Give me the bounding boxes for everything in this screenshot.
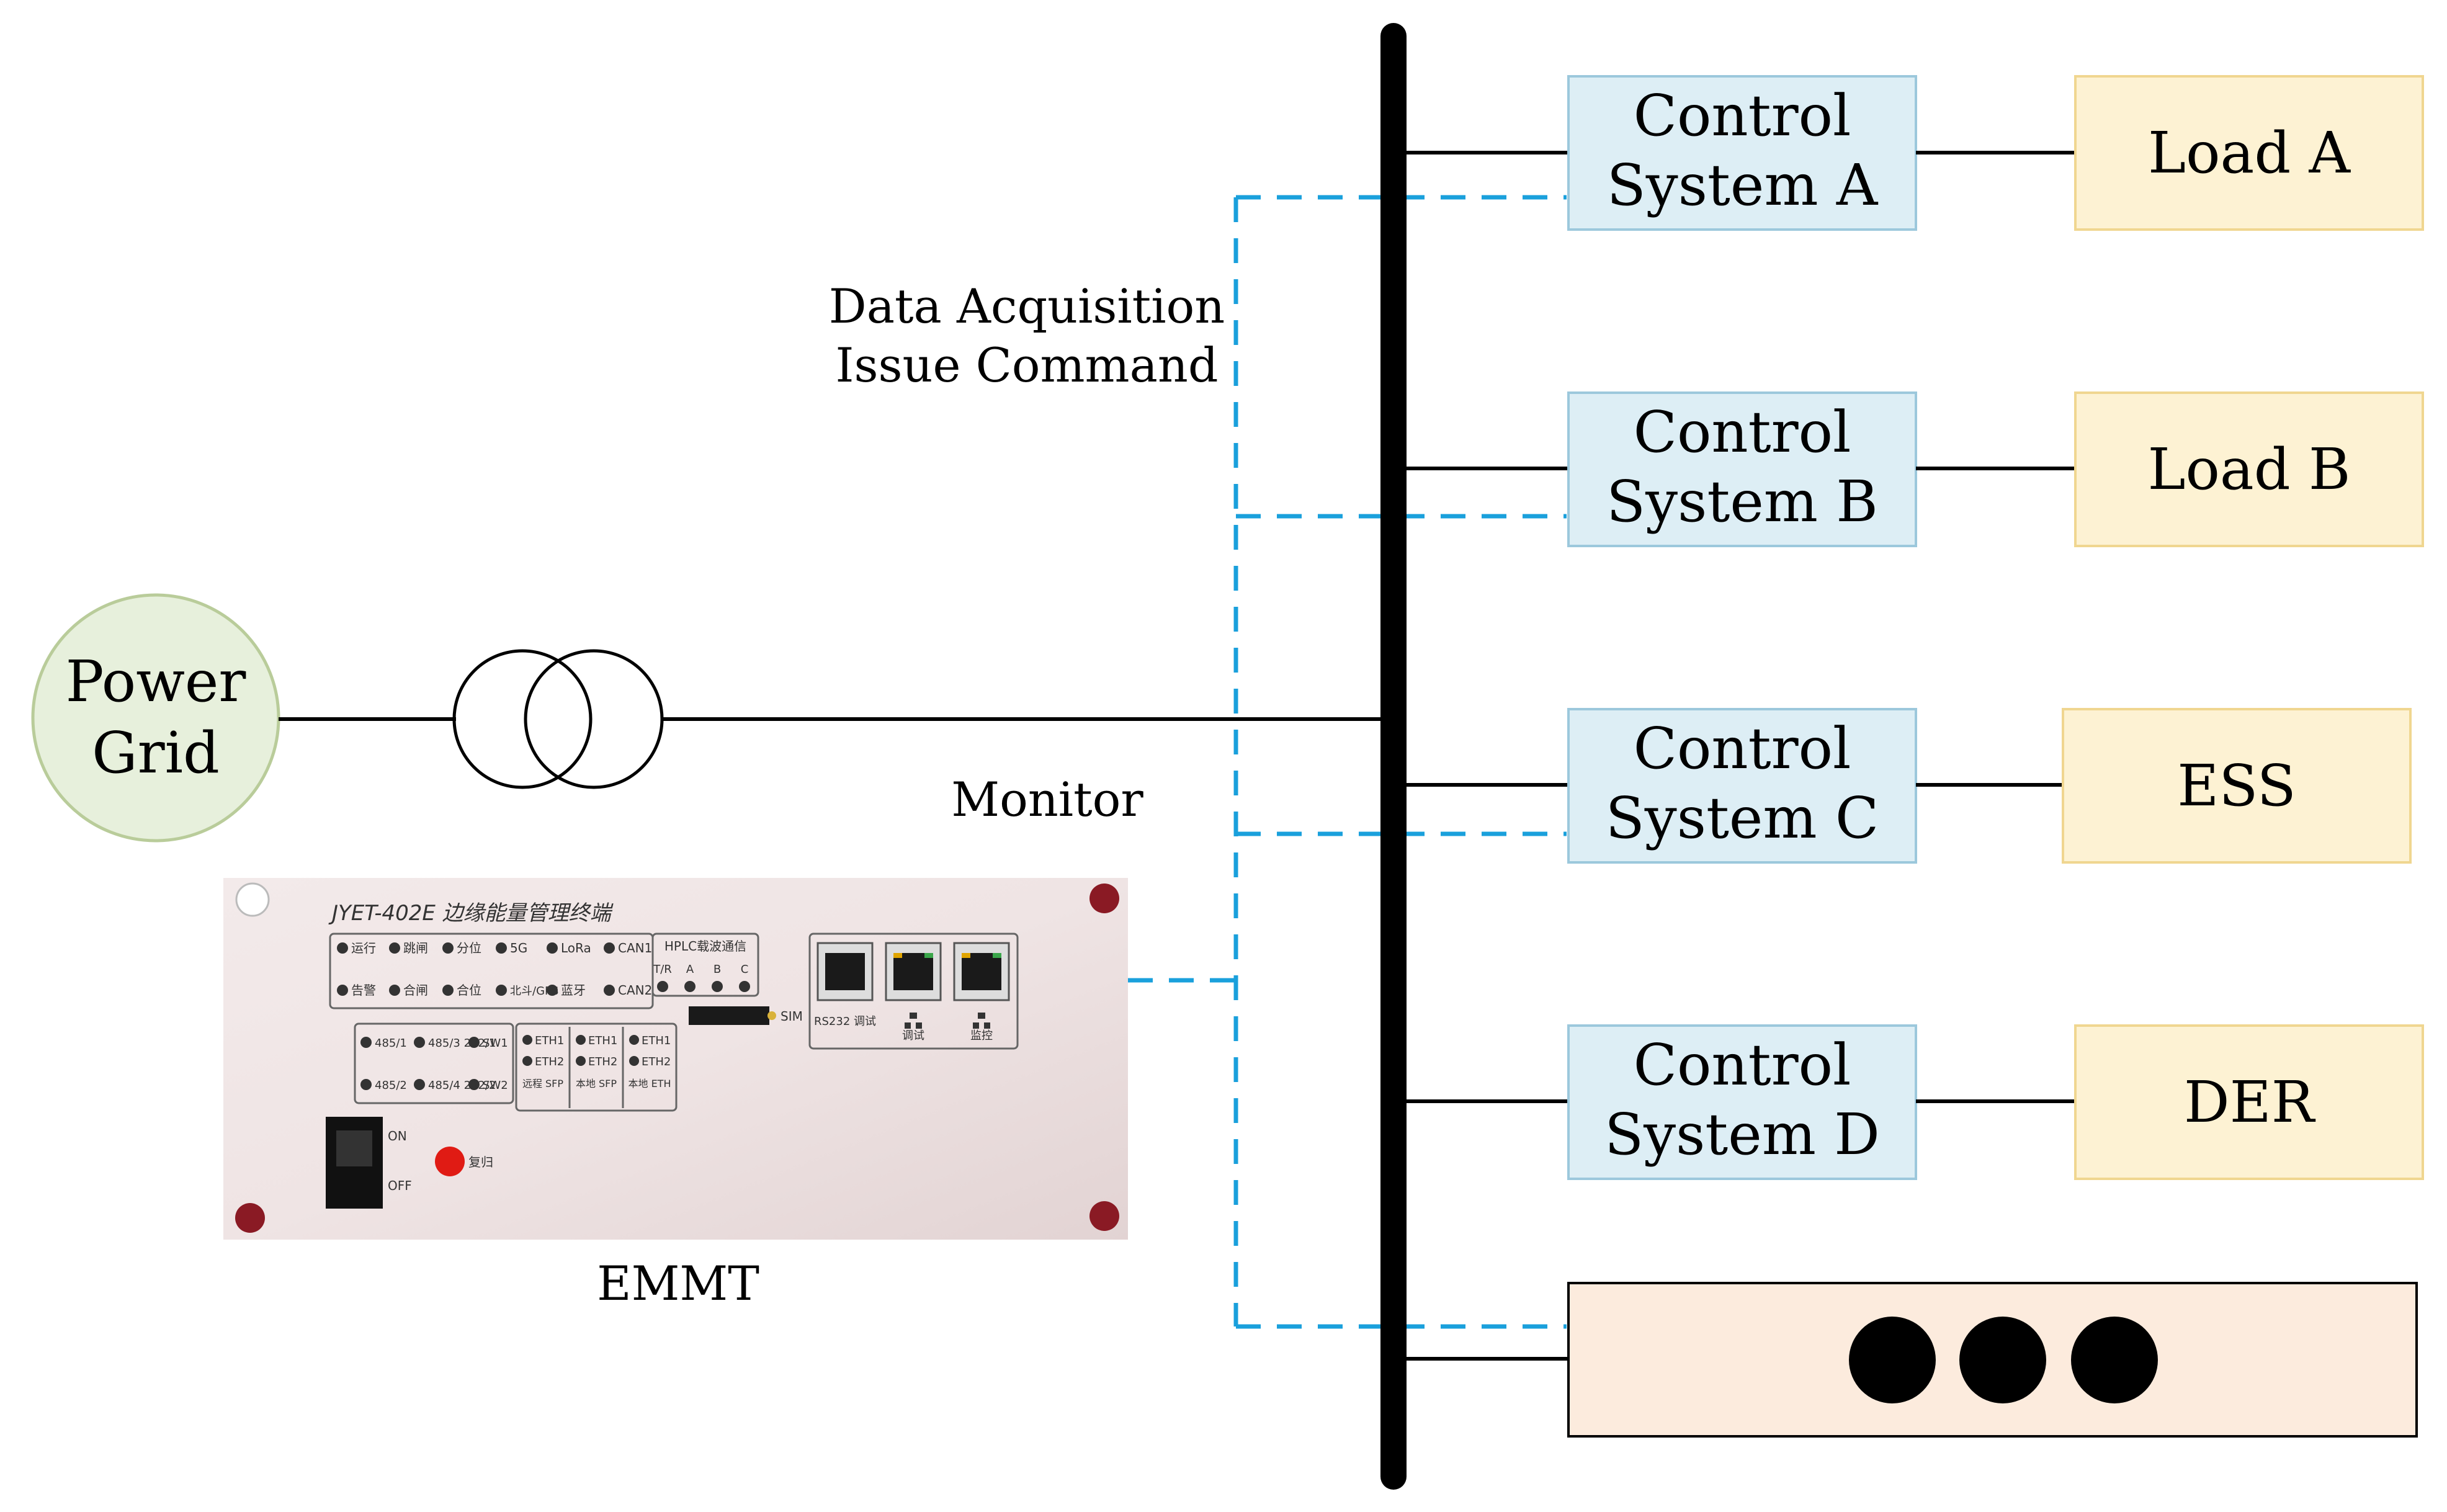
mount-hole-icon xyxy=(1089,883,1119,913)
network-icon xyxy=(905,1013,990,1029)
control-system-b-line1: Control xyxy=(1634,399,1851,465)
serial-label: SW2 xyxy=(483,1079,508,1092)
sim-label: SIM xyxy=(781,1009,803,1024)
eth-group-name: 本地 ETH xyxy=(628,1078,671,1089)
eth-group-name: 远程 SFP xyxy=(522,1078,563,1089)
emmt-label: EMMT xyxy=(597,1256,759,1311)
control-system-c: Control System C xyxy=(1567,708,1917,864)
power-switch-icon xyxy=(326,1117,383,1209)
serial-label: SW1 xyxy=(483,1037,508,1050)
hplc-title: HPLC载波通信 xyxy=(664,939,746,954)
rj45-port-icon xyxy=(953,942,1010,1001)
ellipsis-dot-icon xyxy=(1959,1317,2046,1403)
port-label: RS232 调试 xyxy=(814,1015,876,1028)
indicator-label: 分位 xyxy=(457,941,481,955)
switch-on-label: ON xyxy=(388,1129,407,1143)
control-system-d-line1: Control xyxy=(1634,1032,1851,1098)
indicator-label: 合闸 xyxy=(403,983,428,998)
indicator-label: 蓝牙 xyxy=(561,983,586,998)
hplc-label: A xyxy=(686,963,694,976)
ess-label: ESS xyxy=(2177,753,2296,819)
indicator-label: 运行 xyxy=(351,941,376,955)
indicator-label: LoRa xyxy=(561,941,591,955)
reset-label: 复归 xyxy=(468,1155,493,1170)
mount-hole-icon xyxy=(235,1203,265,1233)
der-box: DER xyxy=(2074,1024,2424,1180)
indicator-label: 合位 xyxy=(457,983,481,998)
eth-label: ETH2 xyxy=(642,1055,671,1068)
reset-button-icon xyxy=(435,1147,465,1176)
ellipsis-dot-icon xyxy=(1849,1317,1936,1403)
eth-label: ETH1 xyxy=(642,1034,671,1047)
control-system-a-line2: System A xyxy=(1607,152,1879,218)
eth-label: ETH1 xyxy=(588,1034,617,1047)
der-label: DER xyxy=(2184,1069,2316,1135)
control-system-b: Control System B xyxy=(1567,391,1917,547)
control-system-a-line1: Control xyxy=(1634,83,1851,149)
eth-label: ETH1 xyxy=(535,1034,564,1047)
hplc-label: C xyxy=(741,963,749,976)
control-system-a: Control System A xyxy=(1567,75,1917,231)
indicator-label: CAN1 xyxy=(618,941,652,955)
port-label: 调试 xyxy=(902,1029,924,1042)
control-system-c-line1: Control xyxy=(1634,715,1851,782)
ellipsis-dot-icon xyxy=(2071,1317,2158,1403)
serial-label: 485/1 xyxy=(375,1037,407,1050)
indicator-label: 告警 xyxy=(351,983,376,998)
transformer-icon xyxy=(452,649,664,789)
serial-label: 485/2 xyxy=(375,1079,407,1092)
ess-box: ESS xyxy=(2062,708,2412,864)
port-label: 监控 xyxy=(970,1029,993,1042)
indicator-label: CAN2 xyxy=(618,983,652,998)
indicator-label: 北斗/GPS xyxy=(510,985,558,998)
hplc-label: T/R xyxy=(653,963,672,976)
power-grid-label-2: Grid xyxy=(92,720,220,786)
hplc-label: B xyxy=(714,963,721,976)
monitor-label: Monitor xyxy=(951,772,1143,827)
indicator-label: 跳闸 xyxy=(403,941,428,955)
switch-off-label: OFF xyxy=(388,1178,412,1193)
mount-hole-icon xyxy=(1089,1201,1119,1231)
power-grid: Power Grid xyxy=(31,593,280,843)
mount-hole-icon xyxy=(235,882,270,917)
control-system-c-line2: System C xyxy=(1606,785,1879,851)
indicator-label: 5G xyxy=(510,941,527,955)
eth-group-name: 本地 SFP xyxy=(576,1078,617,1089)
additional-systems-box xyxy=(1567,1282,2418,1438)
load-connection-lines xyxy=(1916,151,2075,1103)
emmt-device: JYET-402E 边缘能量管理终端 运行 跳闸 分位 5G LoRa CAN1… xyxy=(223,878,1128,1240)
load-b-label: Load B xyxy=(2147,436,2350,503)
power-grid-circle xyxy=(31,593,280,843)
serial-label: 485/3 232/1 xyxy=(428,1037,496,1050)
control-system-b-line2: System B xyxy=(1606,468,1878,535)
device-title: JYET-402E 边缘能量管理终端 xyxy=(328,901,614,926)
power-grid-label-1: Power xyxy=(66,648,246,715)
eth-label: ETH2 xyxy=(535,1055,564,1068)
control-system-d-line2: System D xyxy=(1604,1101,1880,1168)
issue-command-label: Issue Command xyxy=(835,338,1218,393)
load-a-label: Load A xyxy=(2148,120,2351,186)
rj45-port-icon xyxy=(816,942,874,1001)
load-b-box: Load B xyxy=(2074,391,2424,547)
data-acquisition-label: Data Acquisition xyxy=(829,279,1225,334)
serial-label: 485/4 232/2 xyxy=(428,1079,496,1092)
load-a-box: Load A xyxy=(2074,75,2424,231)
control-system-d: Control System D xyxy=(1567,1024,1917,1180)
eth-label: ETH2 xyxy=(588,1055,617,1068)
bus-branch-lines xyxy=(1405,151,1568,1361)
rj45-port-icon xyxy=(885,942,942,1001)
